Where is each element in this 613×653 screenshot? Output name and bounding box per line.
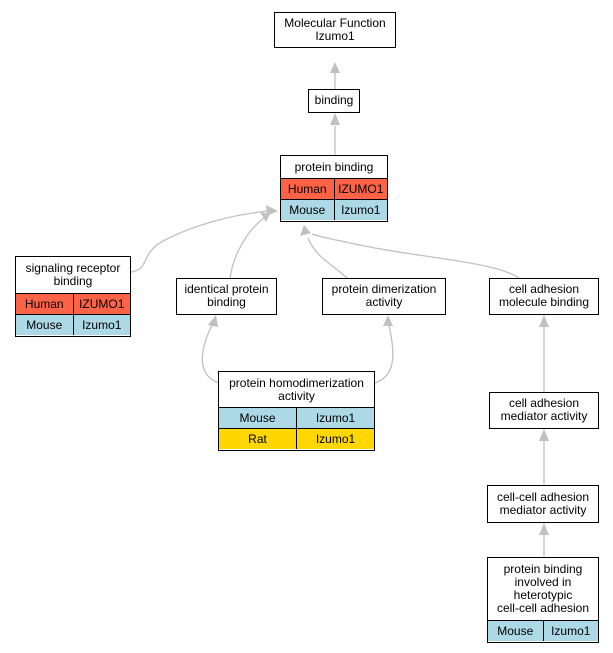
species-name: Mouse	[219, 408, 296, 428]
node-label: cell adhesion mediator activity	[500, 396, 588, 423]
node-cell-adhesion-mediator-activity[interactable]: cell adhesion mediator activity	[489, 392, 599, 429]
gene-name: Izumo1	[296, 408, 374, 428]
node-binding[interactable]: binding	[308, 89, 360, 113]
edge-homodim-to-dimerization	[374, 324, 394, 384]
gene-name: IZUMO1	[333, 179, 387, 199]
edge-homodim-to-identical	[201, 324, 220, 384]
node-protein-dimerization-activity[interactable]: protein dimerization activity	[322, 278, 446, 315]
species-row: Mouse Izumo1	[488, 620, 598, 641]
gene-name: Izumo1	[333, 200, 387, 220]
species-row: Human IZUMO1	[281, 178, 387, 199]
species-name: Human	[16, 294, 73, 314]
node-identical-protein-binding[interactable]: identical protein binding	[176, 278, 277, 315]
arrowhead-protein-binding-2	[260, 212, 270, 222]
gene-name: Izumo1	[296, 429, 374, 449]
node-label: binding	[314, 93, 354, 107]
arrowhead-dimerization	[383, 315, 393, 326]
species-name: Mouse	[16, 315, 73, 335]
edge-signaling-to-protein-binding	[130, 210, 269, 273]
species-row: Mouse Izumo1	[219, 407, 374, 428]
arrowhead-identical	[208, 315, 218, 327]
arrowhead-cam	[539, 315, 549, 327]
edge-identical-to-protein-binding	[229, 217, 265, 280]
species-row: Mouse Izumo1	[16, 314, 130, 335]
gene-name: Izumo1	[72, 315, 130, 335]
edge-dimerization-to-protein-binding	[307, 237, 349, 280]
gene-name: Izumo1	[542, 621, 598, 641]
gene-name: IZUMO1	[72, 294, 130, 314]
node-protein-binding-heterotypic-adhesion[interactable]: protein binding involved in heterotypic …	[487, 557, 599, 643]
node-cell-adhesion-molecule-binding[interactable]: cell adhesion molecule binding	[489, 278, 599, 315]
node-protein-binding[interactable]: protein binding Human IZUMO1 Mouse Izumo…	[280, 155, 388, 222]
node-label: signaling receptor binding	[25, 261, 121, 288]
node-label: protein homodimerization activity	[229, 375, 364, 403]
node-label: cell adhesion molecule binding	[498, 282, 590, 309]
species-row: Mouse Izumo1	[281, 199, 387, 220]
node-label: cell-cell adhesion mediator activity	[496, 489, 590, 517]
species-name: Rat	[219, 429, 296, 449]
arrowhead-ccam	[539, 523, 549, 535]
species-name: Human	[281, 179, 334, 199]
species-row: Human IZUMO1	[16, 293, 130, 314]
edge-cam-to-protein-binding	[311, 233, 521, 280]
node-label: identical protein binding	[184, 282, 269, 309]
node-cell-cell-adhesion-mediator-activity[interactable]: cell-cell adhesion mediator activity	[487, 485, 599, 523]
species-row: Rat Izumo1	[219, 428, 374, 449]
node-molecular-function[interactable]: Molecular Function Izumo1	[274, 12, 396, 48]
arrowhead-mf	[330, 62, 340, 73]
species-name: Mouse	[488, 621, 543, 641]
arrowhead-camactivity	[539, 429, 549, 441]
node-label: protein dimerization activity	[331, 282, 437, 309]
node-label: protein binding involved in heterotypic …	[496, 562, 590, 615]
arrowhead-binding	[330, 113, 340, 125]
node-protein-homodimerization-activity[interactable]: protein homodimerization activity Mouse …	[218, 371, 375, 451]
node-label: Molecular Function Izumo1	[284, 15, 386, 43]
node-label: protein binding	[294, 159, 374, 174]
node-signaling-receptor-binding[interactable]: signaling receptor binding Human IZUMO1 …	[15, 256, 131, 337]
arrowhead-protein-binding-3	[300, 225, 311, 236]
arrowhead-protein-binding-1	[266, 205, 278, 216]
species-name: Mouse	[281, 200, 334, 220]
